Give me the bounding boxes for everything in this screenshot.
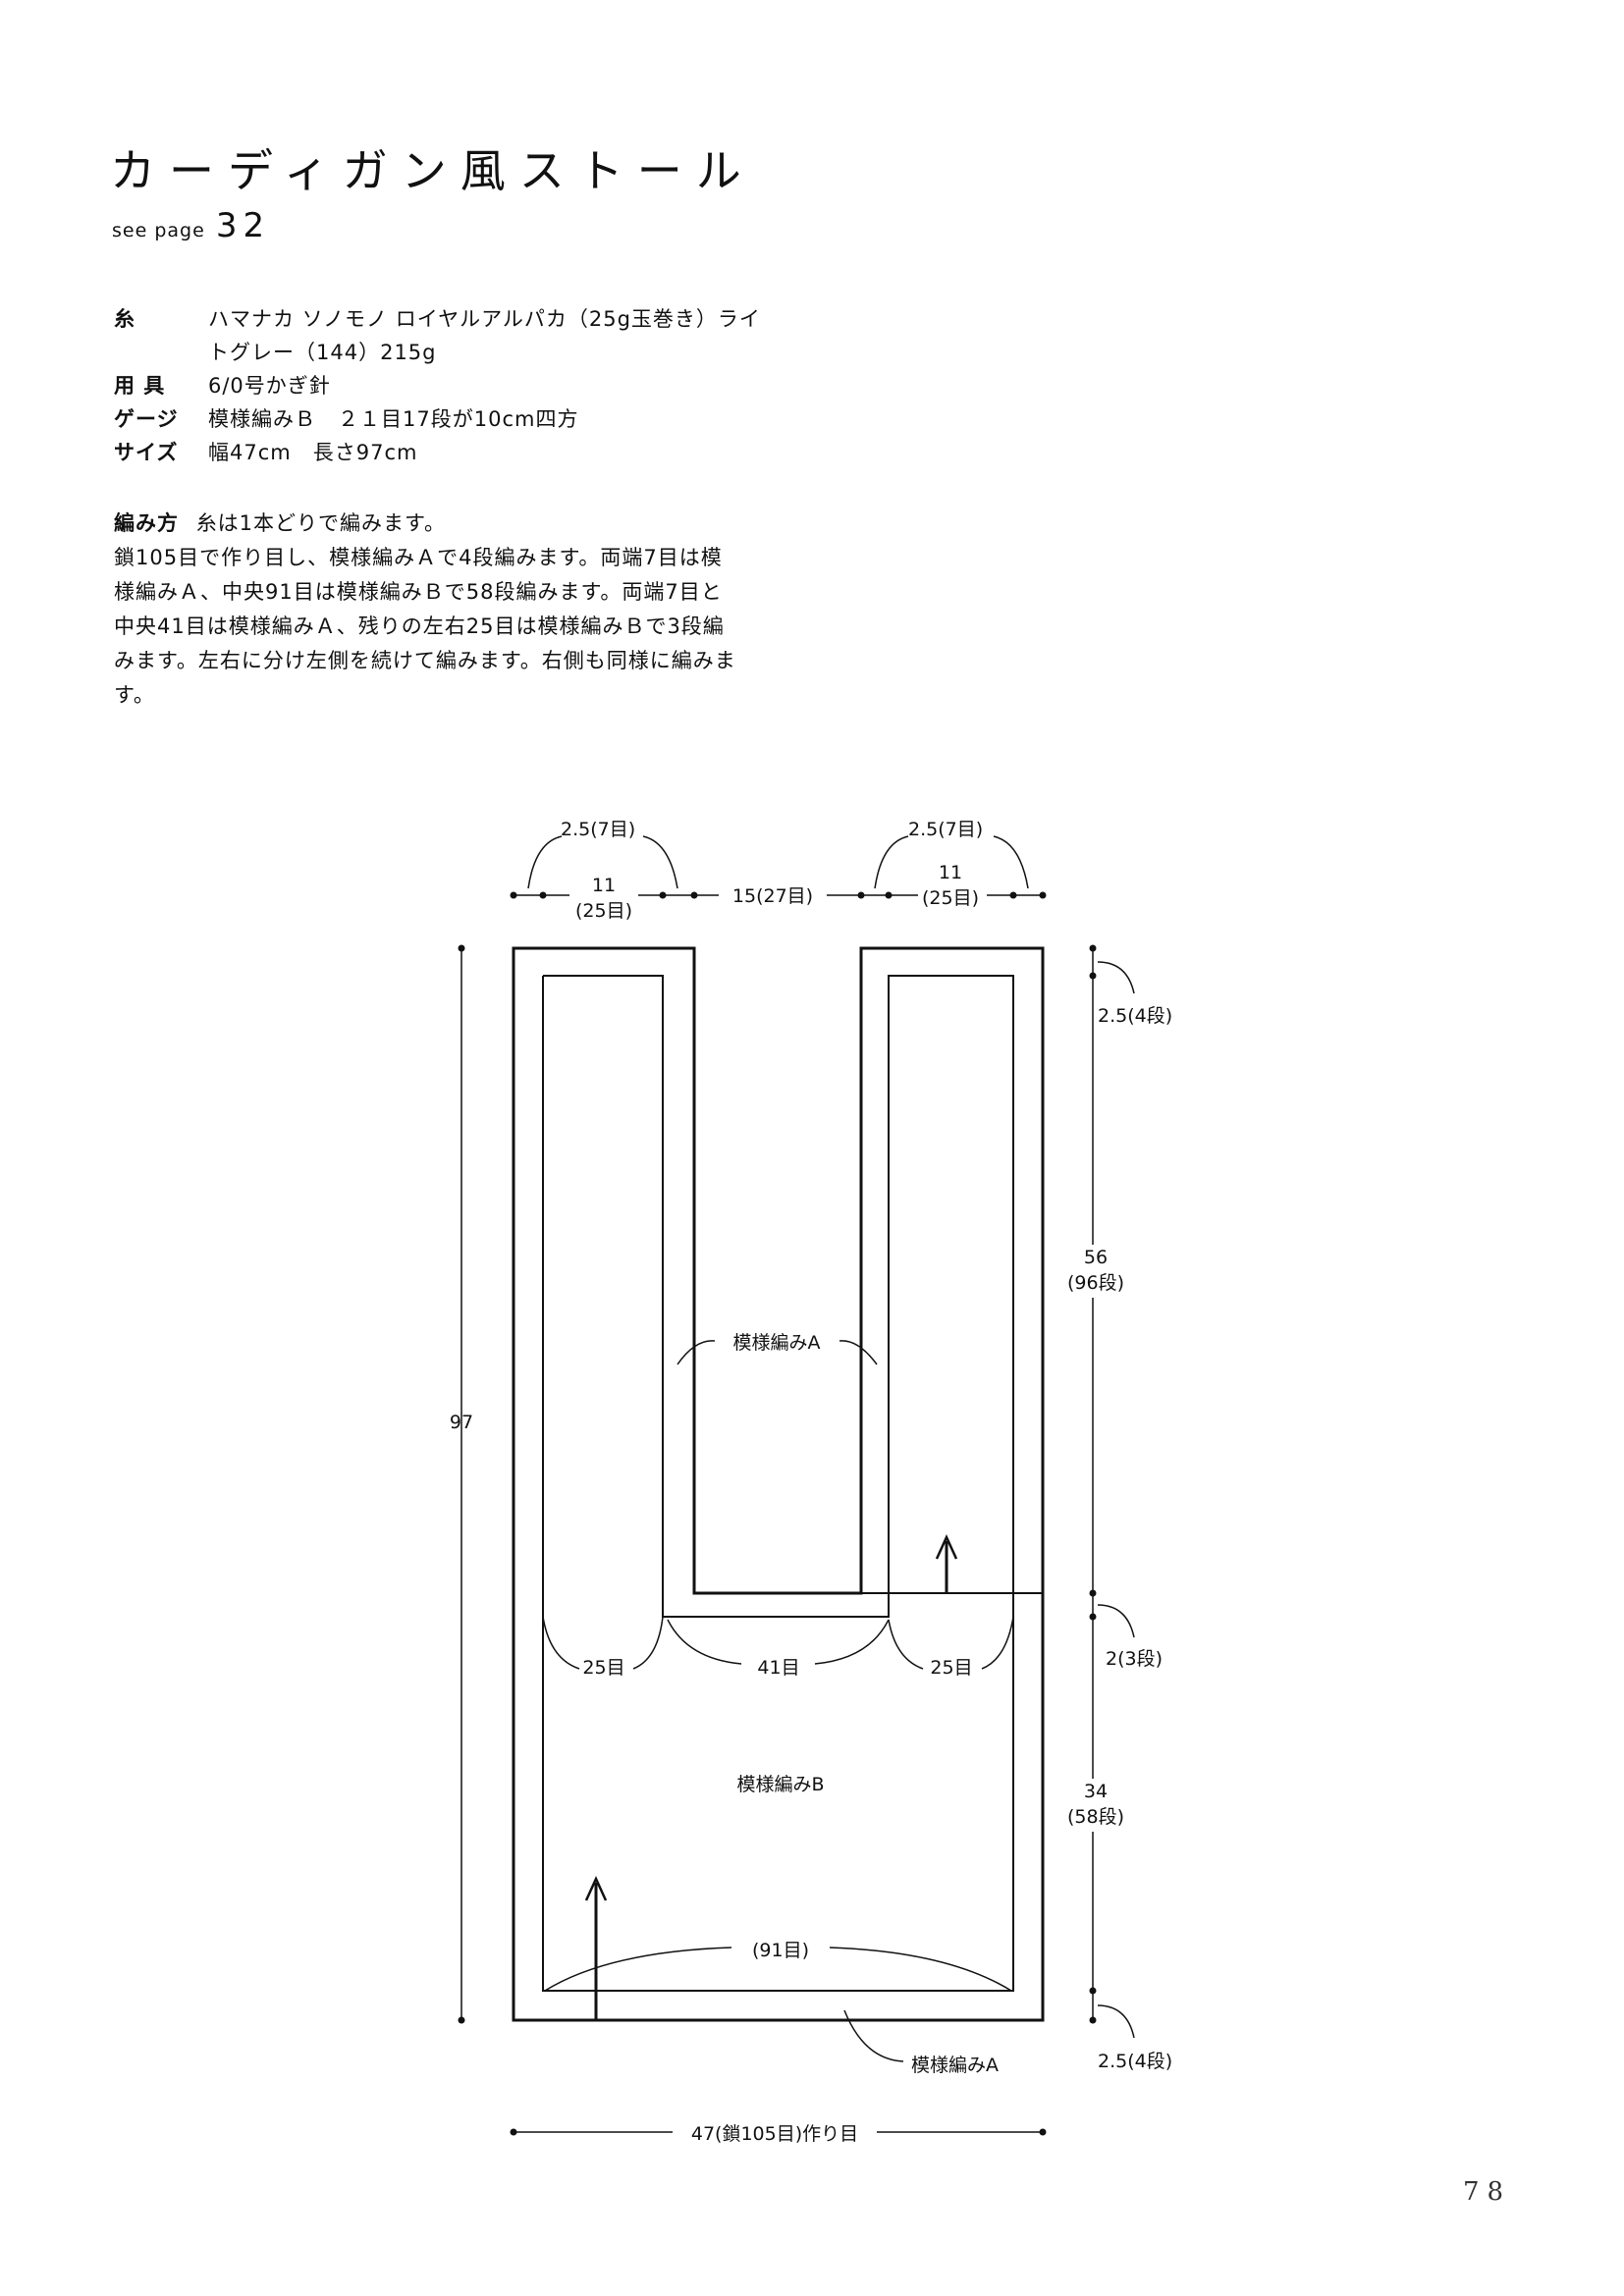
method-intro: 編み方 糸は1本どりで編みます。: [114, 507, 821, 541]
spec-gauge-label: ゲージ: [114, 407, 179, 431]
arc-bottom-91: [829, 1947, 1012, 1992]
border-arc: [993, 835, 1029, 889]
dim-dot: [1089, 1613, 1097, 1621]
upper-length-label: 56: [1084, 1247, 1108, 1268]
see-page-label: see page: [112, 220, 205, 241]
method-line: みます。左右に分け左側を続けて編みます。右側も同様に編みま: [114, 649, 736, 672]
pattern-a-callout: [839, 1340, 878, 1365]
dim-dot: [1039, 891, 1047, 899]
border-arc: [527, 835, 563, 889]
dim-dot: [458, 944, 465, 952]
spec-size-value: 幅47cm 長さ97cm: [208, 441, 418, 464]
top-right-stitches-label: (25目): [922, 887, 979, 909]
pattern-a-callout: [677, 1340, 716, 1365]
direction-arrowhead: [935, 1533, 958, 1560]
bottom-rows-label: 2.5(4段): [1098, 2051, 1172, 2072]
arc-bottom-91: [544, 1947, 732, 1992]
direction-arrowhead: [584, 1875, 608, 1901]
method-line: 様編みＡ、中央91目は模様編みＢで58段編みます。両端7目と: [114, 580, 723, 604]
arc-left-25: [632, 1616, 664, 1670]
dim-dot: [1039, 2128, 1047, 2136]
method-first: 糸は1本どりで編みます。: [195, 511, 446, 535]
top-left-border-label: 2.5(7目): [561, 819, 635, 840]
dim-dot: [857, 891, 865, 899]
outer-outline: [512, 946, 1045, 2022]
method-label: 編み方: [114, 511, 179, 535]
dim-dot: [510, 891, 517, 899]
border-arc: [874, 835, 909, 889]
foundation-label: 47(鎖105目)作り目: [691, 2123, 858, 2145]
total-length-label: 97: [450, 1412, 473, 1433]
knitting-method: 編み方 糸は1本どりで編みます。 鎖105目で作り目し、模様編みＡで4段編みます…: [114, 507, 821, 713]
upper-rows-label: (96段): [1067, 1272, 1124, 1294]
see-page-number: 32: [215, 206, 271, 245]
arc-left-25: [542, 1616, 580, 1670]
dim-dot: [1089, 944, 1097, 952]
dim-dot: [458, 2016, 465, 2024]
top-right-width-label: 11: [939, 862, 962, 883]
page-title: カーディガン風ストール: [110, 144, 755, 197]
dim-dot: [690, 891, 698, 899]
left-stitches-label: 25目: [582, 1657, 624, 1679]
dim-dot: [1009, 891, 1017, 899]
dim-dot: [1089, 2016, 1097, 2024]
dim-dot: [1089, 1589, 1097, 1597]
center-stitches-label: 41目: [757, 1657, 799, 1679]
lower-rows-label: (58段): [1067, 1806, 1124, 1828]
see-page-reference: see page 32: [112, 206, 270, 245]
arc-center-41: [814, 1619, 890, 1665]
pattern-a-leader: [843, 2009, 904, 2062]
spec-gauge-value: 模様編みＢ ２１目17段が10cm四方: [208, 407, 579, 431]
right-stitches-label: 25目: [930, 1657, 972, 1679]
arc-right-25: [888, 1619, 924, 1670]
bottom-stitches-label: (91目): [752, 1940, 809, 1961]
dim-dot: [659, 891, 667, 899]
method-line: す。: [114, 683, 155, 707]
spec-yarn-label: 糸: [114, 307, 135, 331]
pattern-a-bottom-label: 模様編みA: [911, 2055, 999, 2076]
method-line: 鎖105目で作り目し、模様編みＡで4段編みます。両端7目は模: [114, 546, 723, 569]
spec-yarn-value-2: トグレー（144）215g: [208, 341, 437, 364]
inner-border: [542, 975, 1014, 1992]
rows-leader: [1097, 1604, 1135, 1638]
border-arc: [642, 835, 678, 889]
spec-size-label: サイズ: [114, 441, 179, 464]
top-left-stitches-label: (25目): [575, 900, 632, 922]
page-number: 78: [1463, 2177, 1512, 2207]
pattern-b-label: 模様編みB: [736, 1774, 824, 1795]
rows-leader: [1097, 2004, 1135, 2039]
method-line: 中央41目は模様編みＡ、残りの左右25目は模様編みＢで3段編: [114, 614, 725, 638]
dim-dot: [1089, 972, 1097, 980]
dim-dot: [510, 2128, 517, 2136]
spec-tool-label: 用 具: [114, 374, 166, 398]
dim-dot: [885, 891, 893, 899]
lower-length-label: 34: [1084, 1781, 1108, 1802]
top-left-width-label: 11: [592, 875, 616, 896]
dim-dot: [539, 891, 547, 899]
spec-yarn-value: ハマナカ ソノモノ ロイヤルアルパカ（25g玉巻き）ライ: [208, 307, 761, 331]
spec-tool-value: 6/0号かぎ針: [208, 374, 331, 398]
top-right-border-label: 2.5(7目): [908, 819, 983, 840]
top-center-gap-label: 15(27目): [732, 885, 813, 907]
inner-border: [543, 975, 890, 1618]
rows-leader: [1097, 961, 1135, 994]
arc-right-25: [981, 1616, 1014, 1670]
split-rows-label: 2(3段): [1106, 1648, 1163, 1670]
arc-center-41: [667, 1619, 742, 1665]
pattern-a-center-label: 模様編みA: [733, 1332, 821, 1354]
top-rows-label: 2.5(4段): [1098, 1005, 1172, 1027]
dim-dot: [1089, 1987, 1097, 1995]
